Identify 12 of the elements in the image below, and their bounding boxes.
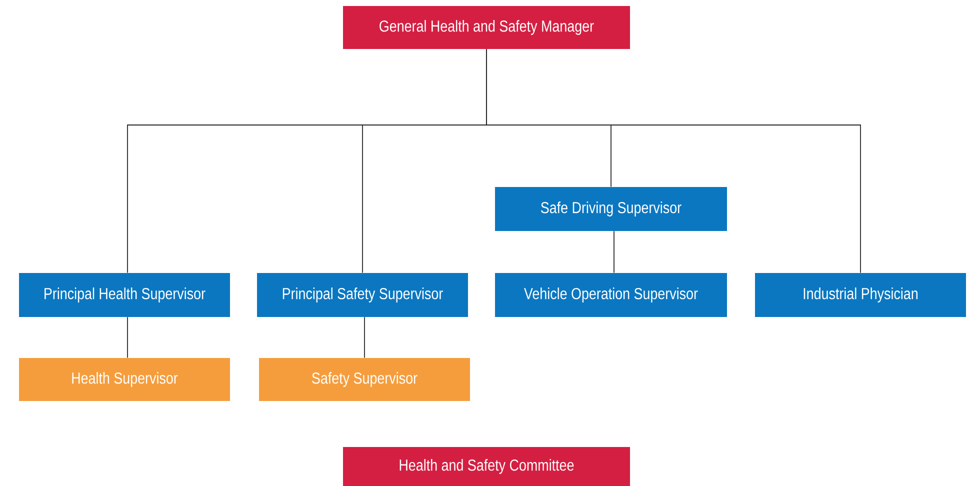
connector-line: [486, 48, 861, 274]
connector-line: [127, 316, 128, 358]
position-box: Vehicle Operation Supervisor: [495, 272, 727, 317]
position-box: Principal Health Supervisor: [19, 272, 230, 317]
position-box: Safe Driving Supervisor: [495, 186, 727, 231]
position-box: Principal Safety Supervisor: [257, 272, 468, 317]
title-box: Health and Safety Committee: [343, 446, 630, 486]
position-box: Industrial Physician: [755, 272, 966, 317]
connector-line: [364, 316, 365, 358]
supervisor-box: Safety Supervisor: [259, 358, 470, 401]
title-box: General Health and Safety Manager: [343, 6, 630, 49]
supervisor-box: Health Supervisor: [19, 358, 230, 401]
